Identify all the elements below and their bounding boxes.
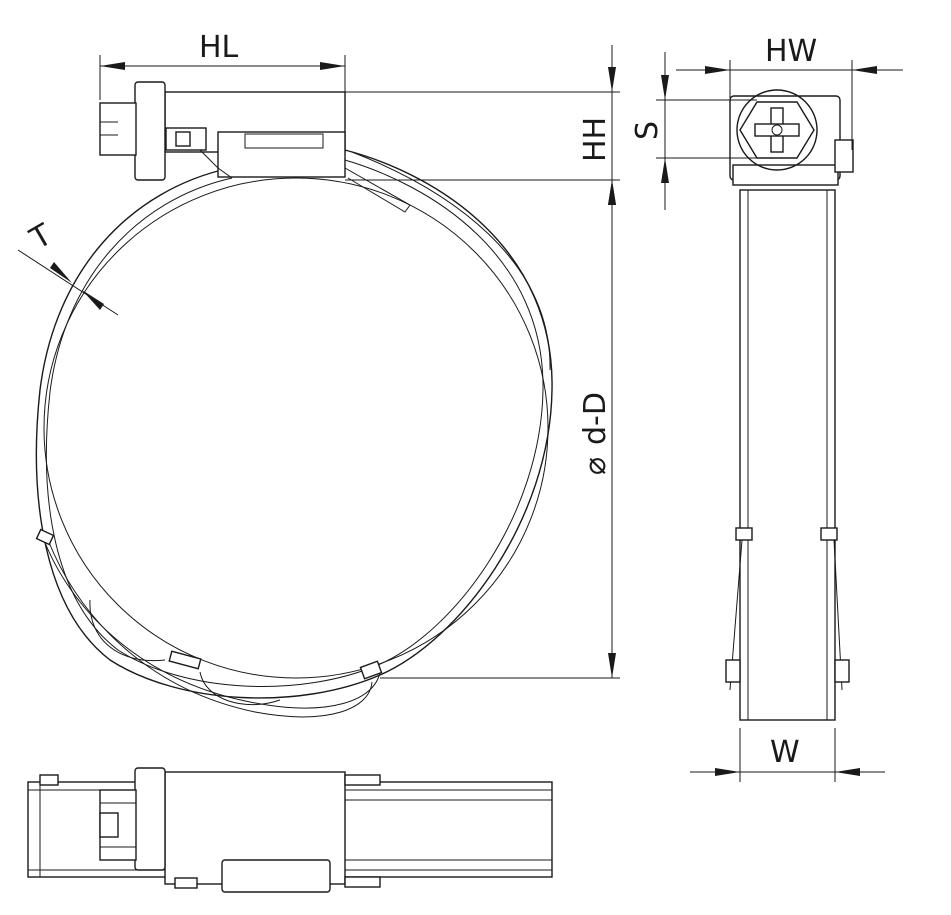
side-clip-left-lower	[725, 659, 741, 683]
band-tail	[344, 167, 411, 213]
strap-loop-lower	[41, 534, 381, 709]
side-view	[725, 89, 854, 721]
side-housing-base	[732, 164, 839, 186]
screw-head-circle	[736, 89, 818, 171]
strap-loop-lower-2	[47, 539, 373, 718]
top-screw-nub	[174, 877, 198, 889]
dimension-dd-label: d-D	[578, 392, 613, 445]
band-clip-bottom	[168, 650, 202, 670]
dimension-hh: HH	[345, 45, 620, 205]
housing-window	[244, 133, 324, 149]
top-housing-window	[221, 859, 331, 893]
screw-head-hex	[99, 102, 137, 156]
dimension-dd: ⌀ d-D	[380, 179, 620, 679]
side-clip-left	[735, 527, 753, 541]
top-band-clip-bottom	[344, 876, 381, 888]
top-screw-slot	[99, 812, 119, 838]
side-clip-right-lower	[834, 659, 850, 683]
band-outer	[35, 149, 553, 699]
dimension-s-label: S	[630, 121, 665, 140]
top-band-clip-left	[39, 774, 59, 786]
band-tail-edge	[351, 151, 551, 371]
dimension-s: S	[630, 52, 757, 210]
screw-center	[771, 124, 783, 136]
strap-loop-inner-2	[199, 671, 281, 706]
dimension-hh-label: HH	[578, 117, 613, 162]
side-band	[739, 189, 836, 721]
dimension-hw: HW	[676, 34, 903, 150]
band-clip-right	[359, 660, 383, 680]
dimension-hl: HL	[99, 30, 346, 100]
side-clip-right	[820, 527, 838, 541]
housing-bridge	[217, 131, 346, 178]
cross-slot-h	[754, 123, 800, 137]
dimension-dd-symbol: ⌀	[578, 457, 613, 475]
dimension-t: T	[17, 217, 119, 316]
dimension-hw-label: HW	[765, 34, 817, 69]
top-view	[27, 767, 553, 893]
top-screw-flange	[134, 767, 166, 871]
band-clip-left	[35, 528, 55, 546]
strap-loop-inner-1	[89, 599, 166, 662]
top-band-clip-right	[344, 774, 381, 786]
dimension-t-label: T	[24, 217, 59, 257]
screw-thread	[175, 131, 191, 147]
hose-diameter-circle	[43, 177, 549, 679]
side-housing-tab	[834, 139, 854, 173]
screw-head-flange	[134, 81, 166, 181]
band-inner	[45, 159, 544, 687]
front-view	[35, 81, 553, 718]
dimension-w-label: W	[770, 735, 800, 770]
dimension-hl-label: HL	[199, 30, 239, 65]
housing-lip	[199, 149, 233, 179]
dimension-w: W	[690, 728, 885, 782]
